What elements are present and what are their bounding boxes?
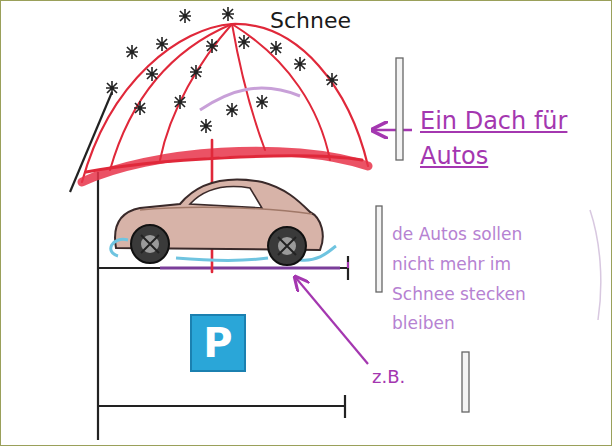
note-text: de Autos sollen nicht mehr im Schnee ste… (392, 220, 532, 339)
roof-shade (200, 88, 300, 110)
pointer-arrow (374, 129, 412, 132)
parking-sign: P (190, 314, 246, 372)
car (111, 180, 336, 265)
tick-mark (347, 262, 349, 268)
faint-stroke (590, 210, 601, 320)
annotation-text: Schnee (270, 8, 351, 34)
pointer-arrow (296, 278, 368, 364)
building-outline (70, 92, 348, 440)
ground-line (160, 267, 340, 270)
roof-umbrella (82, 24, 368, 272)
title-note: Ein Dach für Autos (420, 104, 596, 174)
sign-letter: P (203, 323, 232, 363)
example-note: z.B. (372, 366, 405, 388)
